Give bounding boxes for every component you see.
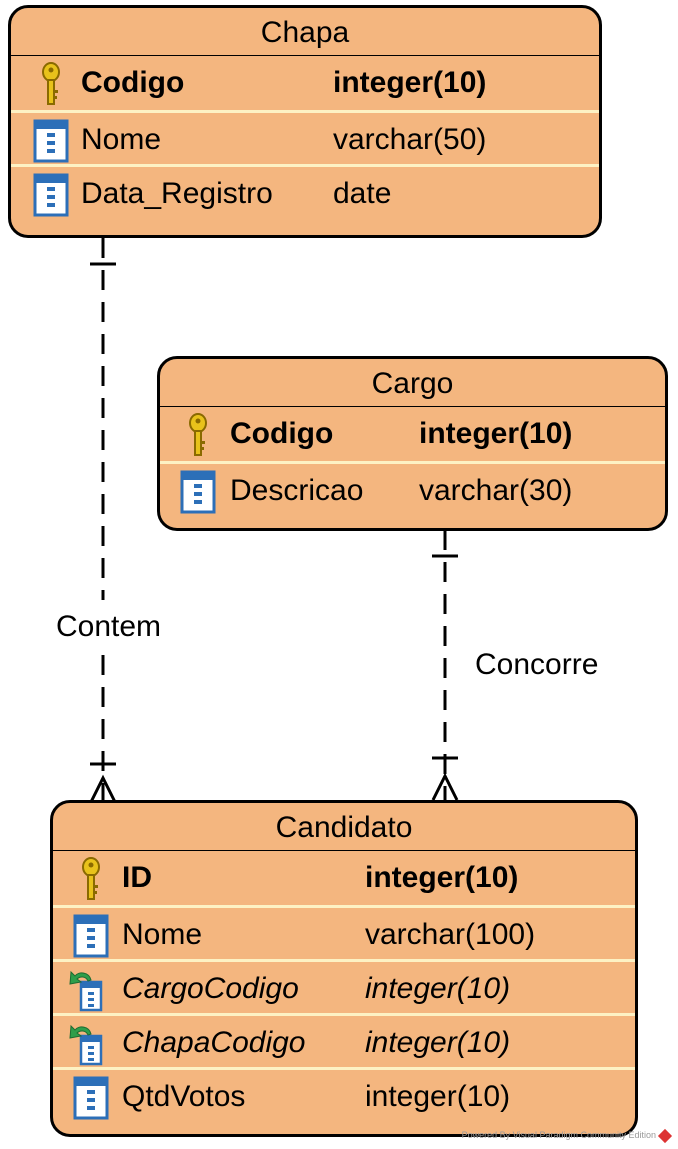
entity-chapa[interactable]: Chapa Codigo integer(10) Nome varchar(50… [8,5,602,238]
key-icon [189,413,207,456]
relationship-contem-line [89,238,117,803]
key-icon [42,62,60,105]
column-name: Codigo [230,417,334,450]
column-type: integer(10) [365,861,519,894]
column-row[interactable]: CargoCodigo integer(10) [53,959,635,1016]
entity-title: Cargo [160,359,665,407]
relationship-label-contem: Contem [56,610,162,643]
relationship-label-concorre: Concorre [475,648,599,681]
entity-cargo[interactable]: Cargo Codigo integer(10) Descricao varch… [157,356,668,531]
column-name: ChapaCodigo [122,1026,306,1059]
column-name: CargoCodigo [122,972,299,1005]
column-icon [180,470,216,514]
column-type: varchar(100) [365,918,536,951]
column-row[interactable]: Nome varchar(50) [11,110,599,167]
column-row[interactable]: Nome varchar(100) [53,905,635,962]
column-icon [33,173,69,217]
column-type: integer(10) [365,1080,511,1113]
column-icon [73,914,109,958]
visual-paradigm-logo-icon [657,1128,673,1144]
column-type: varchar(30) [419,474,573,507]
watermark-text: Powered By Visual Paradigm Community Edi… [461,1130,656,1141]
column-type: integer(10) [365,1026,511,1059]
column-icon [33,119,69,163]
column-row[interactable]: ChapaCodigo integer(10) [53,1013,635,1070]
foreign-key-icon [69,1024,103,1066]
entity-candidato[interactable]: Candidato ID integer(10) Nome varchar(10… [50,800,638,1137]
column-type: date [333,177,392,210]
column-type: varchar(50) [333,123,487,156]
column-row[interactable]: Data_Registro date [11,164,599,221]
column-row[interactable]: Descricao varchar(30) [160,461,665,518]
column-name: QtdVotos [122,1080,246,1113]
column-type: integer(10) [419,417,573,450]
column-row[interactable]: Codigo integer(10) [160,407,665,461]
column-name: Codigo [81,66,185,99]
entity-title: Chapa [11,8,599,56]
key-icon [82,857,100,900]
column-row[interactable]: Codigo integer(10) [11,56,599,110]
entity-title: Candidato [53,803,635,851]
watermark: Powered By Visual Paradigm Community Edi… [461,1128,673,1144]
column-name: Nome [122,918,203,951]
column-icon [73,1076,109,1120]
column-name: Data_Registro [81,177,273,210]
column-row[interactable]: ID integer(10) [53,851,635,905]
relationship-concorre-line [431,530,459,801]
column-name: Descricao [230,474,364,507]
column-type: integer(10) [333,66,487,99]
column-row[interactable]: QtdVotos integer(10) [53,1067,635,1124]
column-name: Nome [81,123,162,156]
column-type: integer(10) [365,972,511,1005]
column-name: ID [122,861,152,894]
foreign-key-icon [69,970,103,1012]
